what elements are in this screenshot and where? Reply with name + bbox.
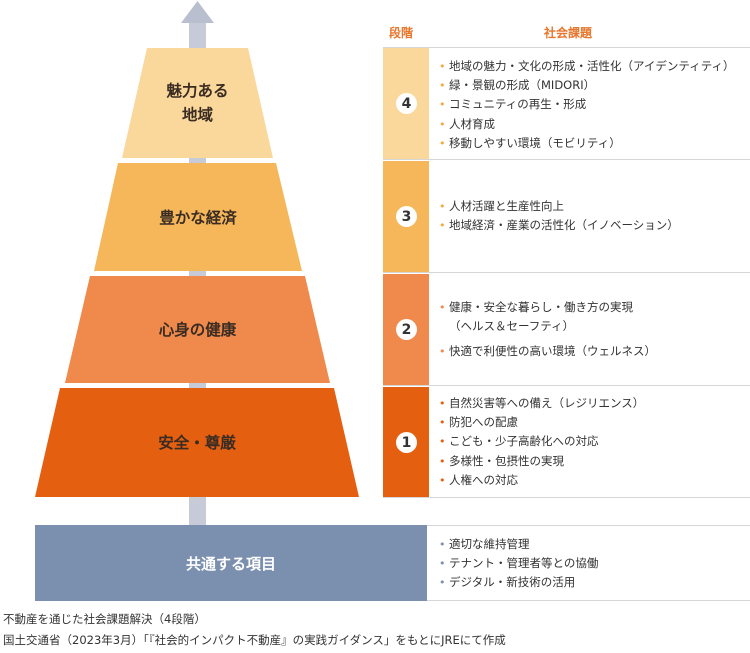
tier-3-label: 豊かな経済: [159, 209, 237, 227]
issue-item: •防犯への配慮: [439, 413, 644, 432]
bullet-icon: •: [439, 473, 446, 487]
tier-1-label: 安全・尊厳: [158, 434, 236, 452]
tier-2-shape: [65, 276, 330, 383]
divider-line: [383, 272, 750, 273]
issue-item: •快適で利便性の高い環境（ウェルネス）: [439, 342, 656, 361]
issue-item: •健康・安全な暮らし・働き方の実現: [439, 298, 656, 317]
tier-3-shape: [94, 163, 302, 271]
tier-4-label: 魅力ある 地域: [166, 82, 229, 124]
issue-item: •人材活躍と生産性向上: [439, 197, 679, 216]
stage-1-badge: 1: [396, 432, 417, 453]
bullet-icon: •: [439, 117, 446, 131]
issue-item: •地域経済・産業の活性化（イノベーション）: [439, 216, 679, 235]
bullet-icon: •: [439, 557, 446, 571]
stage-2-issues: •健康・安全な暮らし・働き方の実現 （ヘルス＆セーフティ） •快適で利便性の高い…: [439, 298, 656, 362]
issue-item: •多様性・包摂性の実現: [439, 452, 644, 471]
issue-item: •地域の魅力・文化の形成・活性化（アイデンティティ）: [439, 57, 735, 76]
bullet-icon: •: [439, 136, 446, 150]
stage-4-badge: 4: [396, 93, 417, 114]
issue-item: •緑・景観の形成（MIDORI）: [439, 76, 735, 95]
divider-line: [427, 600, 750, 601]
bullet-icon: •: [439, 345, 446, 359]
issue-item: •自然災害等への備え（レジリエンス）: [439, 394, 644, 413]
issue-item: •人材育成: [439, 115, 735, 134]
divider-line: [427, 525, 750, 526]
issue-item-continuation: （ヘルス＆セーフティ）: [449, 319, 575, 334]
stage-3-issues: •人材活躍と生産性向上 •地域経済・産業の活性化（イノベーション）: [439, 197, 679, 235]
bullet-icon: •: [439, 219, 446, 233]
stage-header: 段階: [389, 26, 414, 40]
bullet-icon: •: [439, 397, 446, 410]
bullet-icon: •: [439, 98, 446, 112]
tier-1-shape: [35, 388, 359, 497]
common-items-label: 共通する項目: [185, 554, 276, 573]
up-arrow-head: [181, 1, 214, 23]
tier-2-label: 心身の健康: [158, 321, 237, 339]
issue-item: •人権への対応: [439, 471, 644, 490]
issues-header: 社会課題: [544, 26, 593, 40]
bullet-icon: •: [439, 576, 446, 590]
issue-item: •テナント・管理者等との協働: [439, 554, 598, 573]
bullet-icon: •: [439, 200, 446, 213]
issue-item: •デジタル・新技術の活用: [439, 573, 598, 592]
stage-3-badge: 3: [396, 206, 417, 227]
bullet-icon: •: [439, 60, 446, 73]
common-box: [35, 525, 427, 601]
tier-4-shape: [122, 48, 273, 158]
bullet-icon: •: [439, 301, 446, 314]
common-issues: •適切な維持管理 •テナント・管理者等との協働 •デジタル・新技術の活用: [439, 535, 598, 593]
issue-item: •こども・少子高齢化への対応: [439, 432, 644, 451]
bullet-icon: •: [439, 416, 446, 430]
bullet-icon: •: [439, 435, 446, 449]
issue-item: •適切な維持管理: [439, 535, 598, 554]
divider-line: [383, 159, 750, 160]
issue-item: •移動しやすい環境（モビリティ）: [439, 134, 735, 153]
divider-line: [383, 47, 750, 48]
divider-line: [383, 385, 750, 386]
caption: 不動産を通じた社会課題解決（4段階）: [3, 612, 206, 626]
stage-1-issues: •自然災害等への備え（レジリエンス） •防犯への配慮 •こども・少子高齢化への対…: [439, 394, 644, 490]
divider-line: [383, 497, 750, 498]
bullet-icon: •: [439, 79, 446, 93]
stage-2-badge: 2: [396, 319, 417, 340]
stage-4-issues: •地域の魅力・文化の形成・活性化（アイデンティティ） •緑・景観の形成（MIDO…: [439, 57, 735, 153]
source-note: 国土交通省（2023年3月）「『社会的インパクト不動産』の実践ガイダンス」をもと…: [3, 633, 506, 647]
bullet-icon: •: [439, 454, 446, 468]
issue-item: •コミュニティの再生・形成: [439, 95, 735, 114]
bullet-icon: •: [439, 538, 446, 551]
